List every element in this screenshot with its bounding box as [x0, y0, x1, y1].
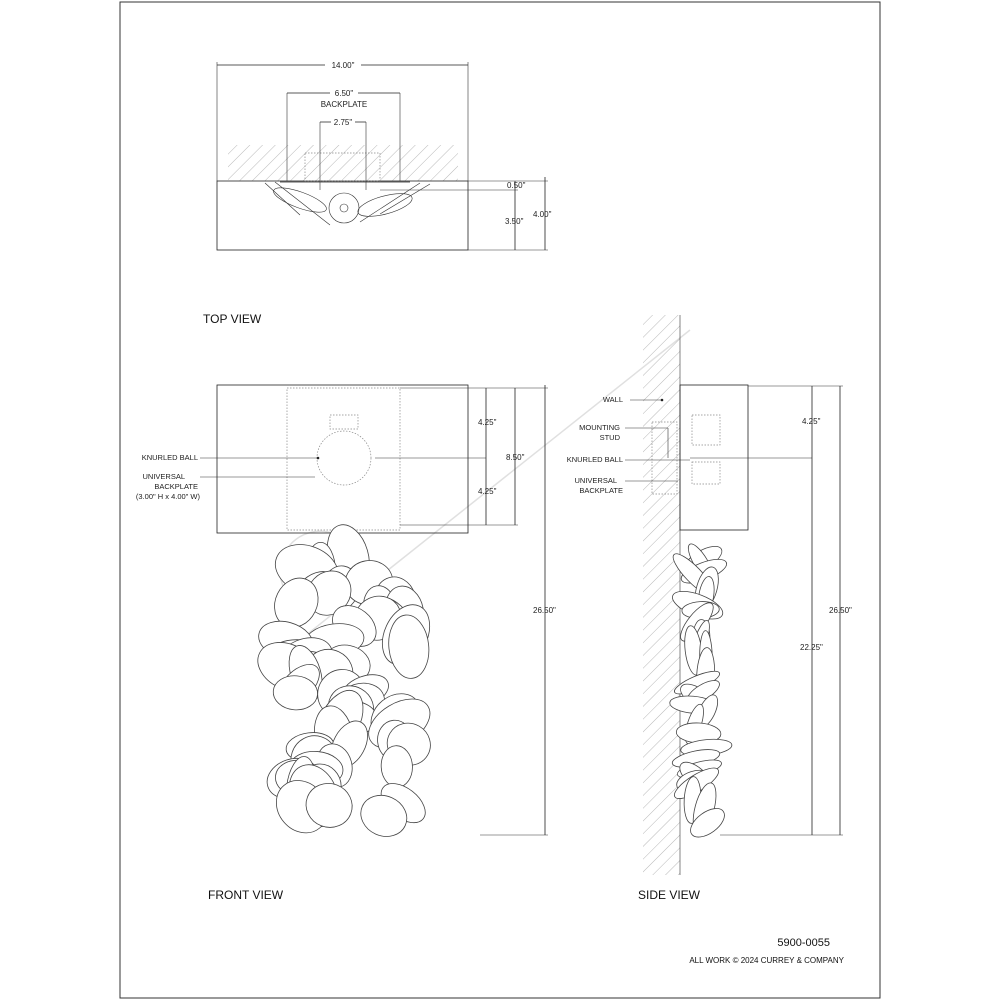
copyright: ALL WORK © 2024 CURREY & COMPANY [689, 956, 844, 965]
pebble [360, 794, 408, 837]
svg-text:3.50": 3.50" [505, 217, 524, 226]
view-title: SIDE VIEW [638, 888, 701, 902]
pebble [305, 783, 353, 828]
view-title: TOP VIEW [203, 312, 262, 326]
svg-text:6.50": 6.50" [335, 89, 354, 98]
svg-text:2.75": 2.75" [334, 118, 353, 127]
wall-hatch [228, 145, 458, 181]
shade-outline [679, 384, 749, 531]
pebble [388, 614, 430, 679]
svg-text:MOUNTING: MOUNTING [579, 423, 620, 432]
view-title: FRONT VIEW [208, 888, 284, 902]
svg-text:22.25": 22.25" [800, 643, 823, 652]
front-view: KNURLED BALL UNIVERSAL BACKPLATE (3.00" … [136, 384, 556, 902]
svg-text:BACKPLATE: BACKPLATE [579, 486, 623, 495]
top-view: 14.00" 6.50" BACKPLATE 2.75" 0.50" 3.50"… [203, 60, 552, 326]
svg-text:26.50": 26.50" [829, 606, 852, 615]
svg-text:(3.00" H x 4.00" W): (3.00" H x 4.00" W) [136, 492, 201, 501]
pebble [272, 675, 318, 711]
svg-text:STUD: STUD [600, 433, 621, 442]
svg-text:4.25": 4.25" [478, 418, 497, 427]
mounting-stud [651, 421, 678, 495]
drawing-border [119, 1, 881, 999]
svg-text:BACKPLATE: BACKPLATE [321, 100, 368, 109]
svg-text:26.50": 26.50" [533, 606, 556, 615]
pebble-cluster [669, 543, 733, 838]
svg-text:KNURLED BALL: KNURLED BALL [567, 455, 623, 464]
stud-box [304, 152, 381, 182]
svg-text:0.50": 0.50" [507, 181, 526, 190]
svg-text:14.00": 14.00" [332, 61, 355, 70]
svg-text:WALL: WALL [603, 395, 623, 404]
side-view: WALL MOUNTING STUD KNURLED BALL UNIVERSA… [567, 315, 852, 902]
svg-text:BACKPLATE: BACKPLATE [154, 482, 198, 491]
svg-text:4.25": 4.25" [478, 487, 497, 496]
svg-text:KNURLED BALL: KNURLED BALL [142, 453, 198, 462]
svg-text:4.25": 4.25" [802, 417, 821, 426]
svg-text:4.00": 4.00" [533, 210, 552, 219]
shade-outline [216, 384, 469, 534]
backplate-outline [286, 387, 401, 531]
svg-text:UNIVERSAL: UNIVERSAL [142, 472, 185, 481]
pebble-cluster [257, 524, 431, 837]
svg-text:8.50": 8.50" [506, 453, 525, 462]
svg-text:UNIVERSAL: UNIVERSAL [574, 476, 617, 485]
part-number: 5900-0055 [777, 937, 830, 949]
knurled-ball-icon [328, 192, 360, 224]
pebble [690, 808, 725, 838]
shade-outline [216, 180, 469, 251]
knurled-ball-icon [316, 430, 372, 486]
